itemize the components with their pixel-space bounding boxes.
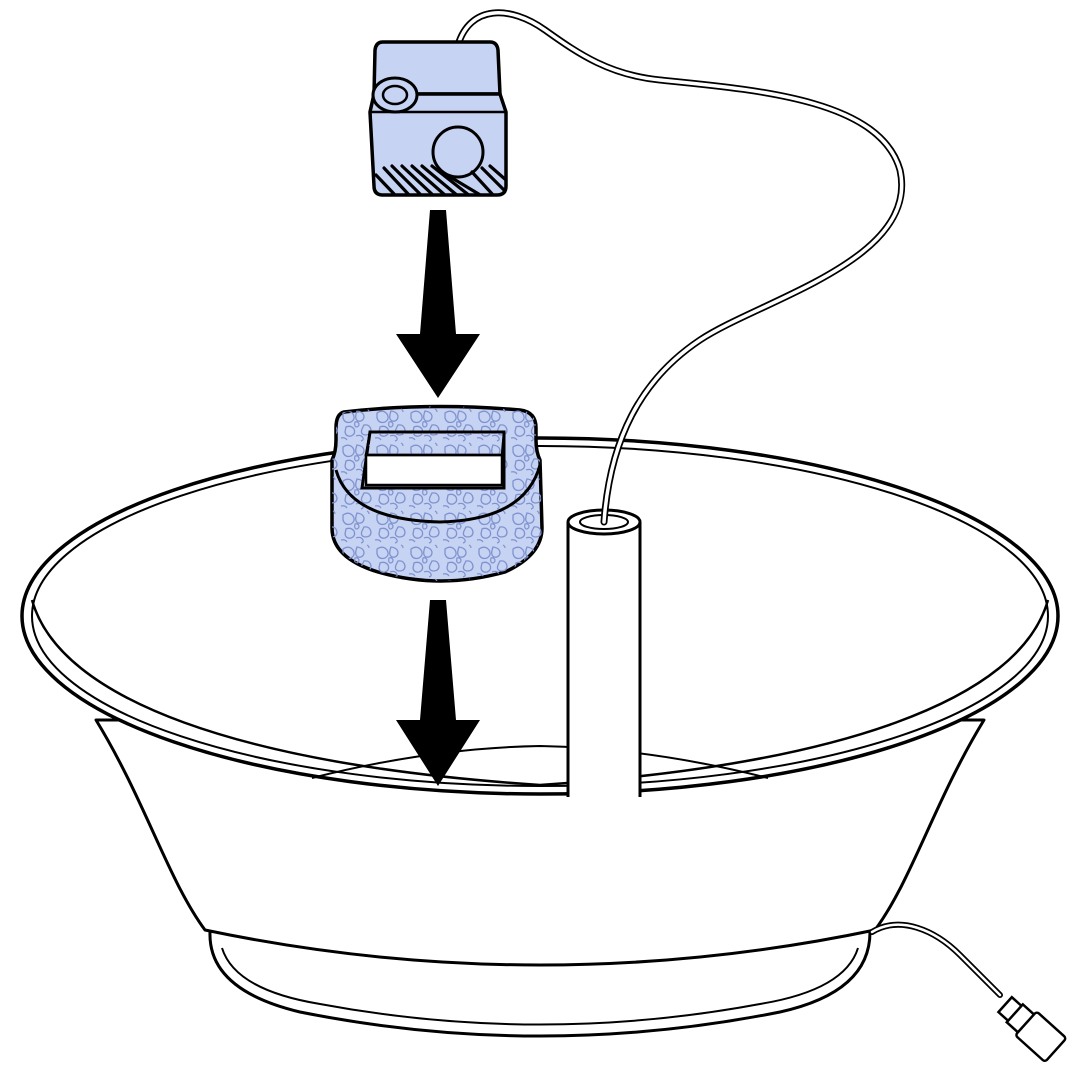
pump-power-cable <box>454 9 906 526</box>
pump-intake-vents <box>374 164 506 195</box>
arrow-filter-to-bowl <box>396 600 480 786</box>
pump-outlet-nozzle <box>371 76 419 114</box>
bowl-rim <box>20 436 1060 796</box>
power-cord <box>869 921 1067 1063</box>
bowl-floor <box>311 744 769 779</box>
bowl-rim-band <box>30 599 1050 787</box>
pump-inlet <box>431 125 485 179</box>
fountain-bowl <box>20 436 1060 1038</box>
foam-filter <box>330 404 544 583</box>
arrow-pump-to-filter <box>396 210 480 398</box>
bowl-outer-wall <box>94 718 986 967</box>
power-plug <box>996 995 1067 1063</box>
fountain-spout-pipe <box>566 508 642 797</box>
water-pump <box>368 40 508 197</box>
